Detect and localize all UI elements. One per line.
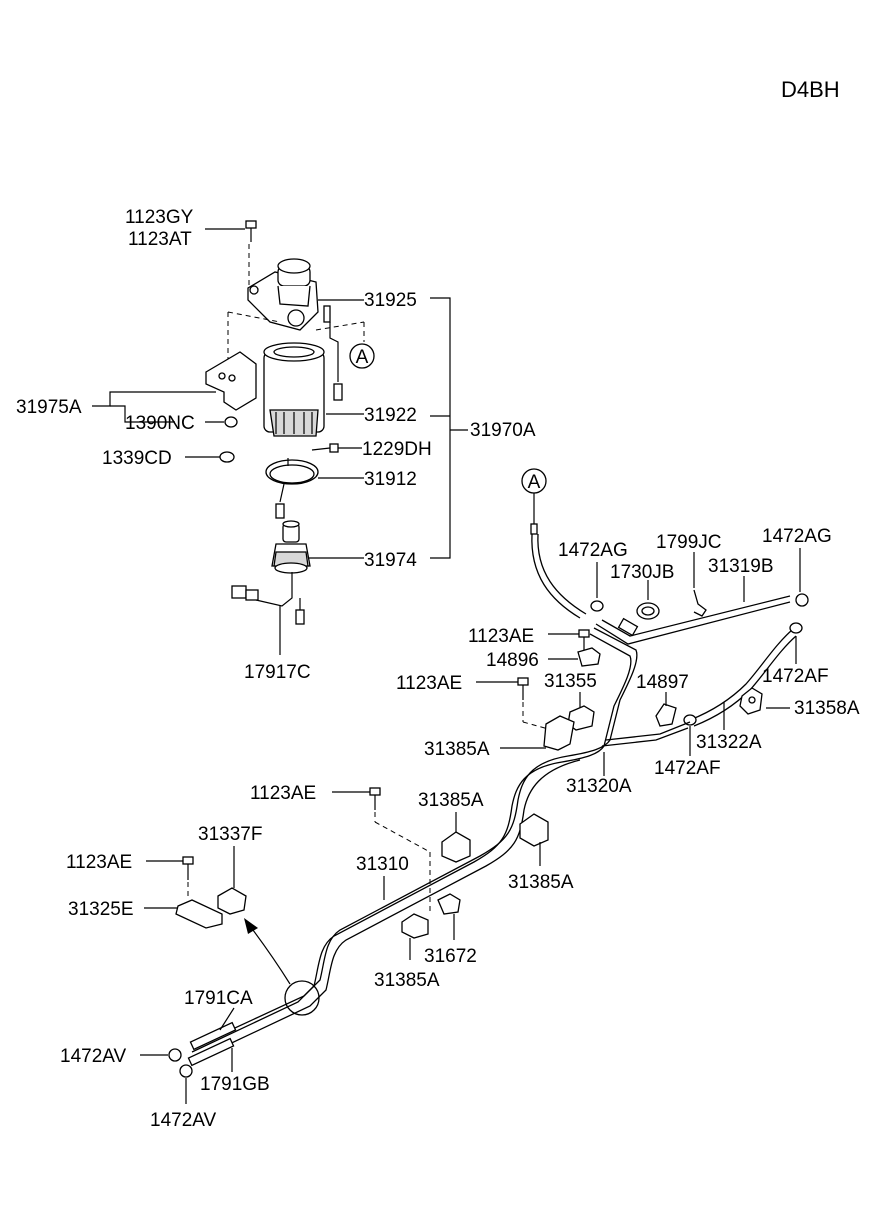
bracket-31325e-icon xyxy=(175,899,223,929)
ref-a-bottom: A xyxy=(528,472,541,493)
detail-circle xyxy=(284,980,320,1016)
filter-head-icon xyxy=(247,258,331,331)
hose-1791ca-icon xyxy=(189,1021,237,1051)
nut-1390nc-icon xyxy=(224,416,238,428)
clamp-1472af-right-icon xyxy=(789,622,803,634)
label-31319b: 31319B xyxy=(708,556,774,577)
label-31322a: 31322A xyxy=(696,732,762,753)
label-31337f: 31337F xyxy=(198,824,262,845)
filter-cartridge-icon xyxy=(263,342,325,437)
bracket-31385a-a-icon xyxy=(543,715,575,751)
label-31355: 31355 xyxy=(544,671,597,692)
label-1472af-right: 1472AF xyxy=(762,666,829,687)
label-31310: 31310 xyxy=(356,854,409,875)
label-1123ae-a: 1123AE xyxy=(468,626,534,647)
clamp-1472av-a-icon xyxy=(168,1048,182,1062)
label-14897: 14897 xyxy=(636,672,689,693)
label-31385a-a: 31385A xyxy=(424,739,490,760)
label-1791ca: 1791CA xyxy=(184,988,253,1009)
water-sensor-icon xyxy=(271,520,311,574)
sensor-connector-icon xyxy=(333,383,343,401)
drain-plug-icon xyxy=(295,598,305,625)
label-1799jc: 1799JC xyxy=(656,532,722,553)
clamp-1472av-b-icon xyxy=(179,1064,193,1078)
sensor-plug-icon xyxy=(231,585,259,601)
filter-strap-icon xyxy=(265,458,319,519)
bolt-1123ae-d-icon xyxy=(182,856,194,880)
label-31672: 31672 xyxy=(424,946,477,967)
label-31325e: 31325E xyxy=(68,899,134,920)
label-1472av-b: 1472AV xyxy=(150,1110,217,1131)
label-1390nc: 1390NC xyxy=(125,413,195,434)
clamp-1472ag-left-icon xyxy=(590,600,604,612)
label-31385a-b: 31385A xyxy=(418,790,484,811)
label-31385a-d: 31385A xyxy=(374,970,440,991)
label-31912: 31912 xyxy=(364,469,417,490)
hose-1791gb-icon xyxy=(187,1037,235,1067)
leader-lines xyxy=(140,548,801,1104)
clip-31337f-icon xyxy=(217,887,247,915)
detail-arrow-icon xyxy=(244,918,258,934)
fuel-pipes: A xyxy=(168,468,809,1078)
label-1123ae-b: 1123AE xyxy=(396,673,462,694)
label-31974: 31974 xyxy=(364,550,417,571)
label-1730jb: 1730JB xyxy=(610,562,674,583)
pipe-clips xyxy=(144,629,601,960)
clip-14896-icon xyxy=(577,647,601,667)
part-labels: 1123GY 1123AT 31925 31975A 1390NC 31922 … xyxy=(16,207,860,1131)
label-31970a: 31970A xyxy=(470,420,536,441)
label-1472af-bottom: 1472AF xyxy=(654,758,721,779)
label-31922: 31922 xyxy=(364,405,417,426)
clamp-1472ag-right-icon xyxy=(795,593,809,607)
label-14896: 14896 xyxy=(486,650,539,671)
clip-14897-icon xyxy=(655,703,677,727)
bolt-1123gy-icon xyxy=(245,220,257,242)
label-1791gb: 1791GB xyxy=(200,1074,270,1095)
label-1123gy: 1123GY xyxy=(125,207,194,228)
nut-1339cd-icon xyxy=(219,451,235,463)
fuel-filter-assembly: A xyxy=(92,220,468,655)
label-31358a: 31358A xyxy=(794,698,860,719)
label-17917c: 17917C xyxy=(244,662,311,683)
engine-code: D4BH xyxy=(781,77,840,102)
label-31975a: 31975A xyxy=(16,397,82,418)
label-1472av-a: 1472AV xyxy=(60,1046,127,1067)
screw-1229dh-icon xyxy=(311,443,339,453)
bolt-1123ae-c-icon xyxy=(369,787,381,810)
label-1472ag-left: 1472AG xyxy=(558,540,628,561)
label-31385a-c: 31385A xyxy=(508,872,574,893)
clip-31385a-b-icon xyxy=(441,831,471,863)
ref-a-top-circle xyxy=(349,343,375,369)
filter-bracket-icon xyxy=(205,351,257,411)
label-1339cd: 1339CD xyxy=(102,448,172,469)
clip-31672-icon xyxy=(437,893,461,915)
bolt-1123ae-b-icon xyxy=(517,677,529,700)
clip-31385a-c-icon xyxy=(519,813,549,847)
label-1123ae-d: 1123AE xyxy=(66,852,132,873)
label-31320a: 31320A xyxy=(566,776,632,797)
clip-31358a-icon xyxy=(739,687,763,715)
label-1123at: 1123AT xyxy=(128,229,192,250)
label-1229dh: 1229DH xyxy=(362,439,432,460)
label-31925: 31925 xyxy=(364,290,417,311)
ref-a-top: A xyxy=(356,347,369,368)
bracket-31385a-d-icon xyxy=(401,913,429,939)
clip-1799jc-icon xyxy=(693,589,707,617)
label-1472ag-right: 1472AG xyxy=(762,526,832,547)
label-1123ae-c: 1123AE xyxy=(250,783,316,804)
